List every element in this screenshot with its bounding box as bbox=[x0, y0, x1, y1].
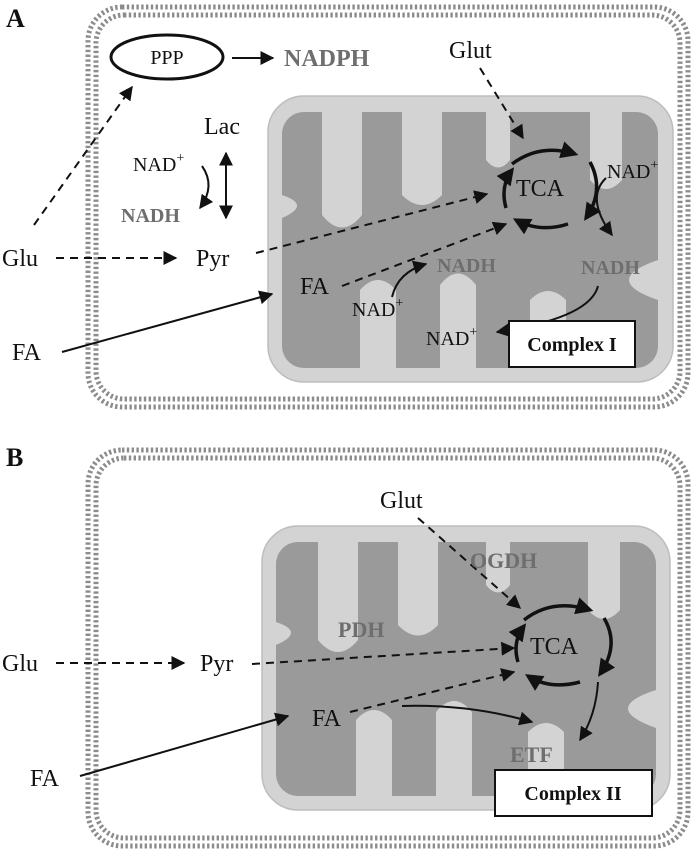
tca-to-etf-arrow bbox=[579, 681, 599, 742]
mitochondrion-a bbox=[267, 95, 674, 383]
nad-plus-fa-label: NAD+ bbox=[352, 296, 403, 321]
nadh-fa-label: NADH bbox=[437, 255, 496, 277]
complex-i-label: Complex I bbox=[527, 334, 617, 356]
panel-a: A PPP NADPH Lac NAD+ bbox=[2, 4, 691, 410]
fa-to-tca-arrow-a bbox=[341, 221, 508, 287]
pyr-label-a: Pyr bbox=[196, 246, 229, 272]
fa-uptake-arrow-b bbox=[79, 712, 290, 777]
nadh-glyco-label: NADH bbox=[121, 205, 180, 227]
fa-inner-label-b: FA bbox=[312, 706, 342, 732]
lac-label: Lac bbox=[204, 114, 240, 140]
complex-i-box bbox=[508, 320, 636, 368]
glu-label-a: Glu bbox=[2, 246, 38, 272]
glu-to-ppp-arrow bbox=[33, 85, 133, 226]
ppp-node bbox=[109, 33, 225, 81]
fa-inner-label-a: FA bbox=[300, 274, 330, 300]
complex-ii-label: Complex II bbox=[524, 783, 621, 805]
mitochondrion-b bbox=[261, 525, 671, 811]
nadh-tca-label: NADH bbox=[581, 257, 640, 279]
tca-label-a: TCA bbox=[516, 176, 565, 202]
nad-plus-complex-label: NAD+ bbox=[426, 325, 477, 350]
nad-to-nadh-arrow bbox=[199, 165, 214, 210]
fa-nad-to-nadh-arrow bbox=[391, 260, 428, 298]
fa-to-tca-arrow-b bbox=[349, 668, 516, 713]
nad-plus-tca-label: NAD+ bbox=[607, 158, 658, 183]
ogdh-label: OGDH bbox=[470, 548, 537, 573]
fa-to-etf-arrow bbox=[401, 704, 534, 726]
glut-label-b: Glut bbox=[380, 488, 423, 514]
tca-label-b: TCA bbox=[530, 634, 579, 660]
panel-b-letter: B bbox=[6, 443, 23, 472]
glut-to-tca-arrow-b bbox=[417, 517, 522, 609]
tca-nad-to-nadh-arrow bbox=[595, 177, 613, 237]
glut-label-a: Glut bbox=[449, 38, 492, 64]
pyr-to-tca-arrow-a bbox=[255, 190, 489, 254]
etf-label: ETF bbox=[510, 742, 553, 767]
panel-a-letter: A bbox=[6, 4, 25, 33]
tca-cycle-b bbox=[508, 597, 616, 691]
nadph-label: NADPH bbox=[284, 46, 370, 72]
fa-outer-label-b: FA bbox=[30, 766, 60, 792]
glu-label-b: Glu bbox=[2, 651, 38, 677]
fa-uptake-arrow-a bbox=[61, 290, 274, 353]
fa-outer-label-a: FA bbox=[12, 340, 42, 366]
pyr-to-tca-arrow-b bbox=[251, 641, 516, 665]
pyr-label-b: Pyr bbox=[200, 651, 233, 677]
complex-ii-box bbox=[494, 769, 653, 817]
nad-plus-glyco-label: NAD+ bbox=[133, 151, 184, 176]
cell-membrane-b-inner bbox=[93, 455, 683, 841]
tca-cycle-a bbox=[496, 141, 602, 235]
cell-membrane-b bbox=[85, 447, 691, 849]
cell-membrane-a-inner bbox=[93, 12, 683, 402]
panel-b: B Glut OGDH PDH Glu Pyr TCA bbox=[2, 443, 691, 849]
cell-membrane-a bbox=[85, 4, 691, 410]
pdh-label: PDH bbox=[338, 617, 384, 642]
ppp-label: PPP bbox=[150, 47, 183, 69]
